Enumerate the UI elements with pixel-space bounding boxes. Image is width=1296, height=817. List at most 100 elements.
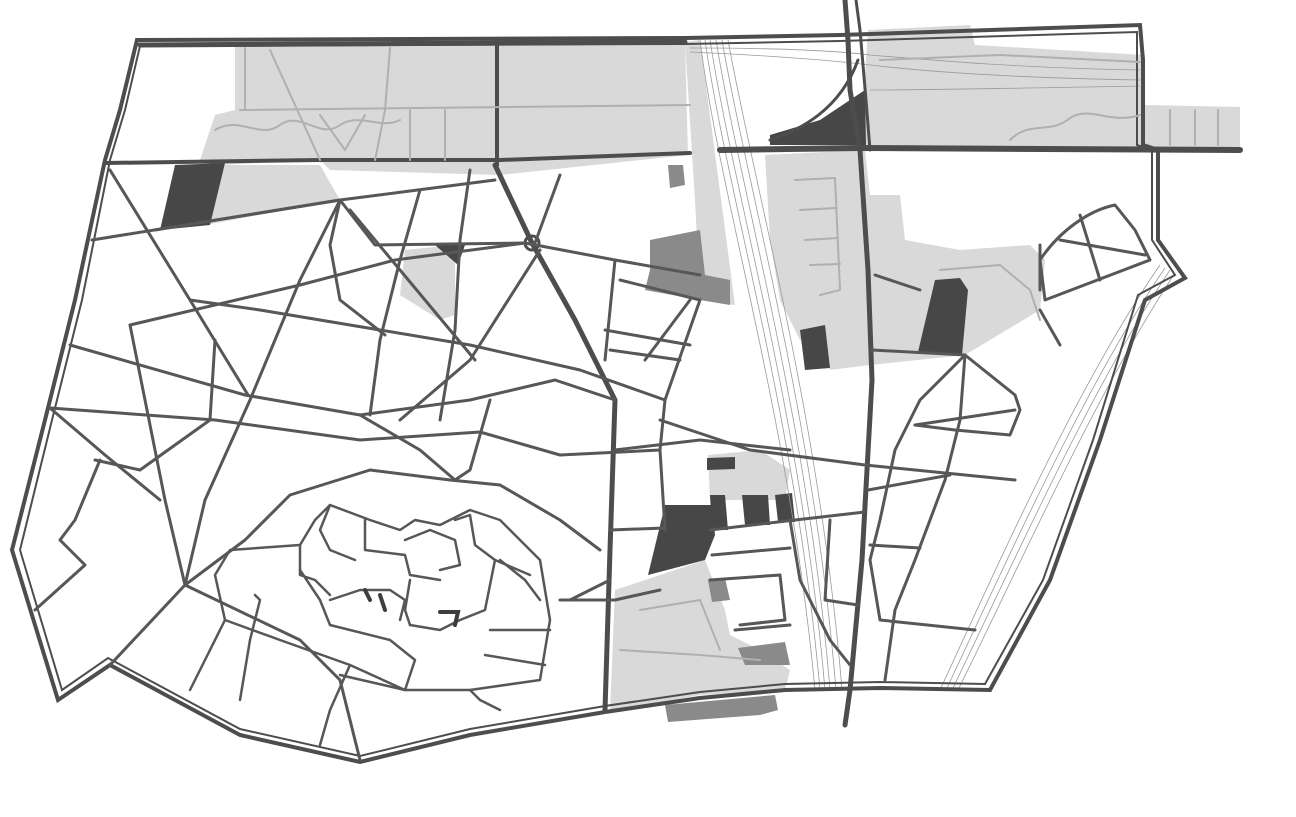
road-northeast-highway — [717, 145, 1243, 153]
street — [603, 258, 617, 362]
rail-line — [939, 264, 1161, 691]
zone-rail-central — [765, 150, 1045, 370]
rail-line — [699, 39, 816, 691]
street — [368, 188, 422, 417]
park-path — [939, 264, 1041, 321]
zone-medium-5 — [708, 578, 730, 602]
rail-line — [869, 85, 1141, 91]
street — [183, 583, 362, 762]
street — [733, 623, 792, 632]
district-street — [318, 503, 357, 562]
zone-north-small — [400, 245, 455, 320]
street — [613, 438, 792, 452]
district-street — [298, 543, 332, 597]
district-street — [483, 653, 547, 667]
district-southwest — [188, 503, 552, 747]
street — [328, 198, 387, 337]
rail-line — [715, 39, 831, 691]
road-interchange-ramp — [842, 0, 875, 728]
street — [243, 468, 602, 552]
street — [708, 573, 787, 627]
district-street — [298, 568, 417, 692]
zone-south-park — [610, 560, 790, 712]
rail-line — [957, 272, 1176, 691]
district-street — [238, 593, 262, 702]
street — [533, 173, 562, 245]
park-path — [319, 114, 366, 151]
street — [398, 248, 542, 422]
street — [710, 546, 792, 557]
park-path — [214, 119, 401, 131]
block-dark-south-5 — [707, 457, 735, 470]
street — [128, 323, 187, 587]
block-dark-south-4 — [775, 493, 795, 522]
street — [33, 458, 102, 612]
zone-north-strip — [205, 165, 340, 225]
rail-line — [709, 39, 826, 691]
district-street — [338, 673, 407, 692]
district-street — [468, 688, 502, 712]
district-street — [318, 663, 352, 747]
rail-line — [945, 267, 1166, 691]
district-street — [403, 578, 412, 627]
district-street — [408, 513, 497, 632]
street — [348, 208, 477, 362]
block-dark-northwest — [160, 163, 225, 230]
street — [183, 198, 342, 587]
street — [603, 328, 692, 347]
park-path — [804, 237, 839, 241]
street — [438, 168, 472, 422]
street — [913, 408, 1017, 427]
rail-line — [689, 51, 1141, 81]
block-dark-rail — [800, 325, 830, 370]
street — [453, 398, 492, 482]
road-interchange-ramp — [768, 58, 860, 142]
street-stub — [378, 593, 387, 612]
rail-line — [704, 39, 821, 691]
street — [788, 518, 852, 667]
park-path — [1009, 112, 1141, 141]
street — [48, 406, 662, 457]
park-path — [799, 207, 836, 211]
zone-medium-3 — [665, 695, 778, 722]
block-dark-center-east — [918, 278, 968, 355]
zone-medium-1 — [645, 230, 730, 305]
street — [48, 406, 162, 502]
district-street — [403, 528, 462, 572]
street — [866, 473, 952, 492]
park-path — [269, 49, 321, 161]
street — [608, 348, 682, 362]
park-paths — [214, 47, 1219, 661]
major-roads — [103, 0, 1243, 728]
park-path — [639, 599, 721, 651]
district-street — [493, 558, 532, 577]
street — [153, 198, 527, 247]
street — [608, 526, 667, 532]
road-diagonal-main — [492, 162, 618, 713]
street — [568, 578, 612, 602]
street-stub — [438, 610, 461, 627]
park-path — [239, 104, 691, 111]
street — [643, 298, 692, 362]
road-north-avenue — [137, 39, 688, 48]
street — [868, 543, 922, 550]
street — [618, 278, 702, 532]
block-dark-south-3 — [742, 495, 770, 525]
park-path — [809, 263, 841, 266]
district-street — [363, 518, 442, 582]
district-street — [213, 503, 552, 692]
park-path — [794, 177, 841, 296]
park-path — [619, 649, 761, 661]
medium-zones — [645, 165, 790, 722]
rail-line — [727, 39, 843, 691]
road-interchange-ramp — [854, 0, 872, 152]
streets — [33, 168, 1152, 762]
rail-line — [689, 47, 1141, 71]
park-path — [374, 47, 391, 161]
street — [188, 298, 667, 402]
street — [558, 588, 662, 602]
street — [658, 418, 1017, 482]
zone-medium-2 — [668, 165, 685, 188]
street-stub — [363, 588, 372, 602]
